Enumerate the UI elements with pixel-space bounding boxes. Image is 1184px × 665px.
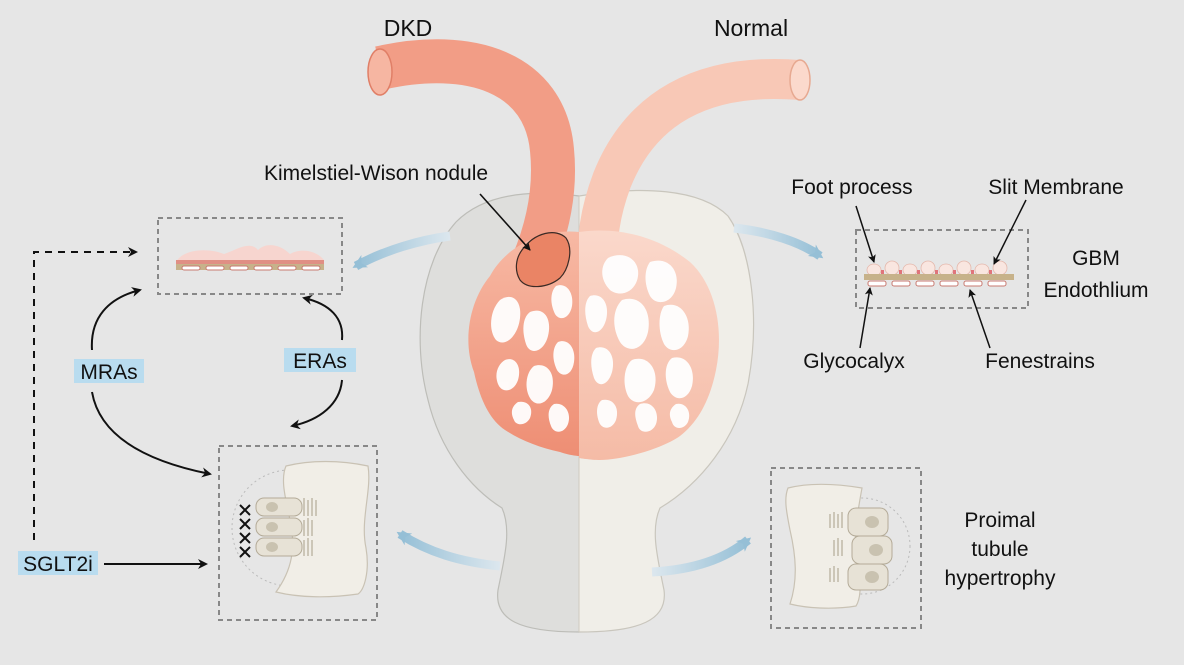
mras-badge: MRAs bbox=[74, 359, 144, 384]
gbm-label: GBM bbox=[1072, 247, 1120, 270]
tubule-label-line2: tubule bbox=[971, 538, 1028, 561]
afferent-vessel-dkd bbox=[367, 39, 576, 280]
fenestrains-label: Fenestrains bbox=[985, 350, 1095, 373]
capillary-tuft-dkd bbox=[468, 231, 579, 456]
tubule-label-line1: Proimal bbox=[964, 509, 1035, 532]
sglt2i-dashed-arrow bbox=[33, 247, 138, 540]
slit-membrane-pointer bbox=[993, 199, 1027, 265]
glycocalyx-pointer bbox=[859, 287, 873, 349]
eras-badge: ERAs bbox=[284, 348, 356, 373]
foot-process-label: Foot process bbox=[791, 176, 912, 199]
therapy-arrows bbox=[33, 247, 344, 569]
eras-arrow-down bbox=[290, 379, 343, 430]
blocked-marks bbox=[239, 504, 251, 558]
foot-process-pointer bbox=[855, 205, 876, 263]
fenestrains-pointer bbox=[968, 289, 991, 349]
tubule-label-line3: hypertrophy bbox=[945, 567, 1056, 590]
eras-arrow-up bbox=[302, 294, 344, 341]
mras-label: MRAs bbox=[80, 361, 137, 384]
eras-label: ERAs bbox=[293, 350, 347, 373]
mras-arrow-down bbox=[91, 391, 212, 478]
title-normal: Normal bbox=[714, 15, 788, 41]
capillary-tuft-normal bbox=[579, 230, 719, 460]
sglt2i-badge: SGLT2i bbox=[18, 551, 98, 576]
dkd-filtration-box bbox=[157, 217, 343, 295]
dkd-tubule-box bbox=[218, 445, 378, 621]
slit-membrane-label: Slit Membrane bbox=[988, 176, 1123, 199]
title-dkd: DKD bbox=[384, 15, 433, 41]
nodule-label: Kimelstiel-Wison nodule bbox=[264, 162, 488, 185]
cycle-arrows bbox=[352, 223, 824, 577]
sglt2i-label: SGLT2i bbox=[23, 553, 93, 576]
glycocalyx-label: Glycocalyx bbox=[803, 350, 905, 373]
normal-filtration-box bbox=[855, 229, 1029, 309]
normal-tubule-box bbox=[770, 467, 922, 629]
endothelium-label: Endothlium bbox=[1043, 279, 1148, 302]
mras-arrow-up bbox=[90, 287, 142, 351]
nodule-pointer bbox=[479, 193, 531, 251]
